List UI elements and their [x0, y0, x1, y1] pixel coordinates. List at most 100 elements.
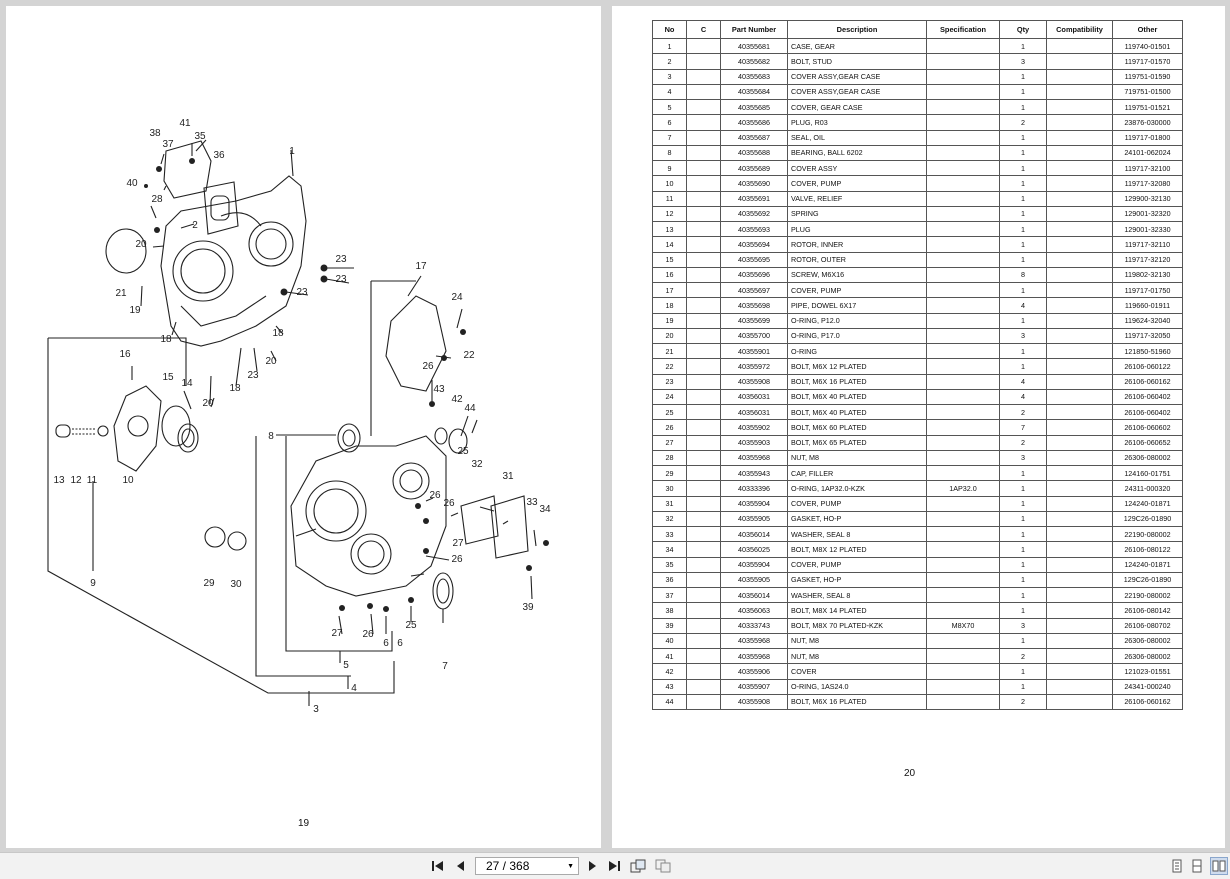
cell-qty: 1 — [999, 236, 1047, 253]
cell-c — [686, 495, 721, 512]
callout-34: 34 — [539, 504, 551, 515]
cell-other: 119751-01521 — [1112, 98, 1183, 116]
cell-part-number: 40355968 — [720, 632, 788, 650]
next-page-icon[interactable] — [585, 857, 599, 875]
cell-part-number: 40333396 — [720, 480, 788, 497]
cell-part-number: 40355700 — [720, 327, 788, 345]
header-description: Description — [787, 20, 927, 39]
cell-c — [686, 449, 721, 467]
callout-16: 16 — [119, 349, 131, 360]
cell-part-number: 40355943 — [720, 464, 788, 482]
cell-other: 24341-000240 — [1112, 678, 1183, 695]
cell-no: 38 — [652, 602, 687, 619]
cell-qty: 3 — [999, 617, 1047, 634]
cell-qty: 1 — [999, 281, 1047, 299]
cell-other: 26306-080002 — [1112, 449, 1183, 467]
cell-no: 27 — [652, 434, 687, 451]
cell-qty: 4 — [999, 388, 1047, 406]
cell-specification — [926, 602, 1000, 619]
cell-specification — [926, 297, 1000, 314]
callout-15: 15 — [162, 372, 174, 383]
cell-c — [686, 129, 721, 146]
cell-part-number: 40355902 — [720, 419, 788, 436]
cell-no: 30 — [652, 480, 687, 497]
cell-qty: 4 — [999, 297, 1047, 314]
previous-page-icon[interactable] — [454, 857, 468, 875]
cell-part-number: 40356063 — [720, 602, 788, 619]
cell-specification — [926, 373, 1000, 390]
cell-c — [686, 602, 721, 619]
cell-specification — [926, 98, 1000, 116]
cell-no: 35 — [652, 556, 687, 573]
cell-other: 26306-080002 — [1112, 647, 1183, 665]
two-page-view-icon[interactable] — [1210, 857, 1228, 875]
cell-part-number: 40355968 — [720, 647, 788, 665]
cell-no: 10 — [652, 175, 687, 192]
copy-icon[interactable] — [654, 857, 672, 875]
cell-part-number: 40355968 — [720, 449, 788, 467]
cell-c — [686, 464, 721, 482]
cell-other: 24311-000320 — [1112, 480, 1183, 497]
cell-specification — [926, 159, 1000, 177]
cell-specification — [926, 205, 1000, 223]
cell-part-number: 40355901 — [720, 342, 788, 360]
cell-other: 119717-32120 — [1112, 251, 1183, 268]
cell-part-number: 40356014 — [720, 525, 788, 543]
callout-23d: 23 — [247, 370, 259, 381]
last-page-icon[interactable] — [606, 857, 622, 875]
cell-other: 119717-32050 — [1112, 327, 1183, 345]
cell-qty: 2 — [999, 434, 1047, 451]
cell-compatibility — [1046, 83, 1113, 101]
export-icon[interactable] — [629, 857, 647, 875]
cell-no: 20 — [652, 327, 687, 345]
callout-26c: 26 — [443, 498, 455, 509]
cell-other: 129900-32130 — [1112, 190, 1183, 207]
callout-26b: 26 — [429, 490, 441, 501]
cell-description: O-RING, 1AS24.0 — [787, 678, 927, 695]
cell-compatibility — [1046, 647, 1113, 665]
callout-12: 12 — [70, 475, 82, 486]
cell-part-number: 40355695 — [720, 251, 788, 268]
callout-40: 40 — [126, 178, 138, 189]
cell-part-number: 40355685 — [720, 98, 788, 116]
cell-compatibility — [1046, 510, 1113, 528]
right-page: No C Part Number Description Specificati… — [612, 6, 1225, 848]
cell-compatibility — [1046, 373, 1113, 390]
page-number-select[interactable]: 27 / 368 ▼ — [475, 857, 579, 875]
cell-qty: 1 — [999, 602, 1047, 619]
cell-description: CAP, FILLER — [787, 464, 927, 482]
cell-c — [686, 556, 721, 573]
cell-description: GASKET, HO-P — [787, 510, 927, 528]
cell-description: COVER ASSY,GEAR CASE — [787, 68, 927, 85]
cell-other: 129C26-01890 — [1112, 510, 1183, 528]
cell-compatibility — [1046, 602, 1113, 619]
cell-part-number: 40355689 — [720, 159, 788, 177]
cell-compatibility — [1046, 68, 1113, 85]
callout-11: 11 — [87, 475, 98, 486]
cell-compatibility — [1046, 251, 1113, 268]
cell-part-number: 40355698 — [720, 297, 788, 314]
cell-other: 119717-32110 — [1112, 236, 1183, 253]
continuous-view-icon[interactable] — [1190, 857, 1204, 875]
cell-qty: 1 — [999, 586, 1047, 604]
cell-specification — [926, 403, 1000, 421]
cell-c — [686, 358, 721, 375]
cell-compatibility — [1046, 403, 1113, 421]
single-page-view-icon[interactable] — [1170, 857, 1184, 875]
cell-c — [686, 617, 721, 634]
cell-part-number: 40355696 — [720, 266, 788, 284]
callout-4: 4 — [351, 683, 357, 694]
cell-qty: 1 — [999, 312, 1047, 329]
cell-compatibility — [1046, 358, 1113, 375]
cell-part-number: 40356031 — [720, 388, 788, 406]
cell-qty: 3 — [999, 53, 1047, 70]
cell-c — [686, 373, 721, 390]
cell-qty: 1 — [999, 495, 1047, 512]
cell-other: 26106-080142 — [1112, 602, 1183, 619]
cell-compatibility — [1046, 495, 1113, 512]
first-page-icon[interactable] — [430, 857, 446, 875]
cell-c — [686, 663, 721, 680]
